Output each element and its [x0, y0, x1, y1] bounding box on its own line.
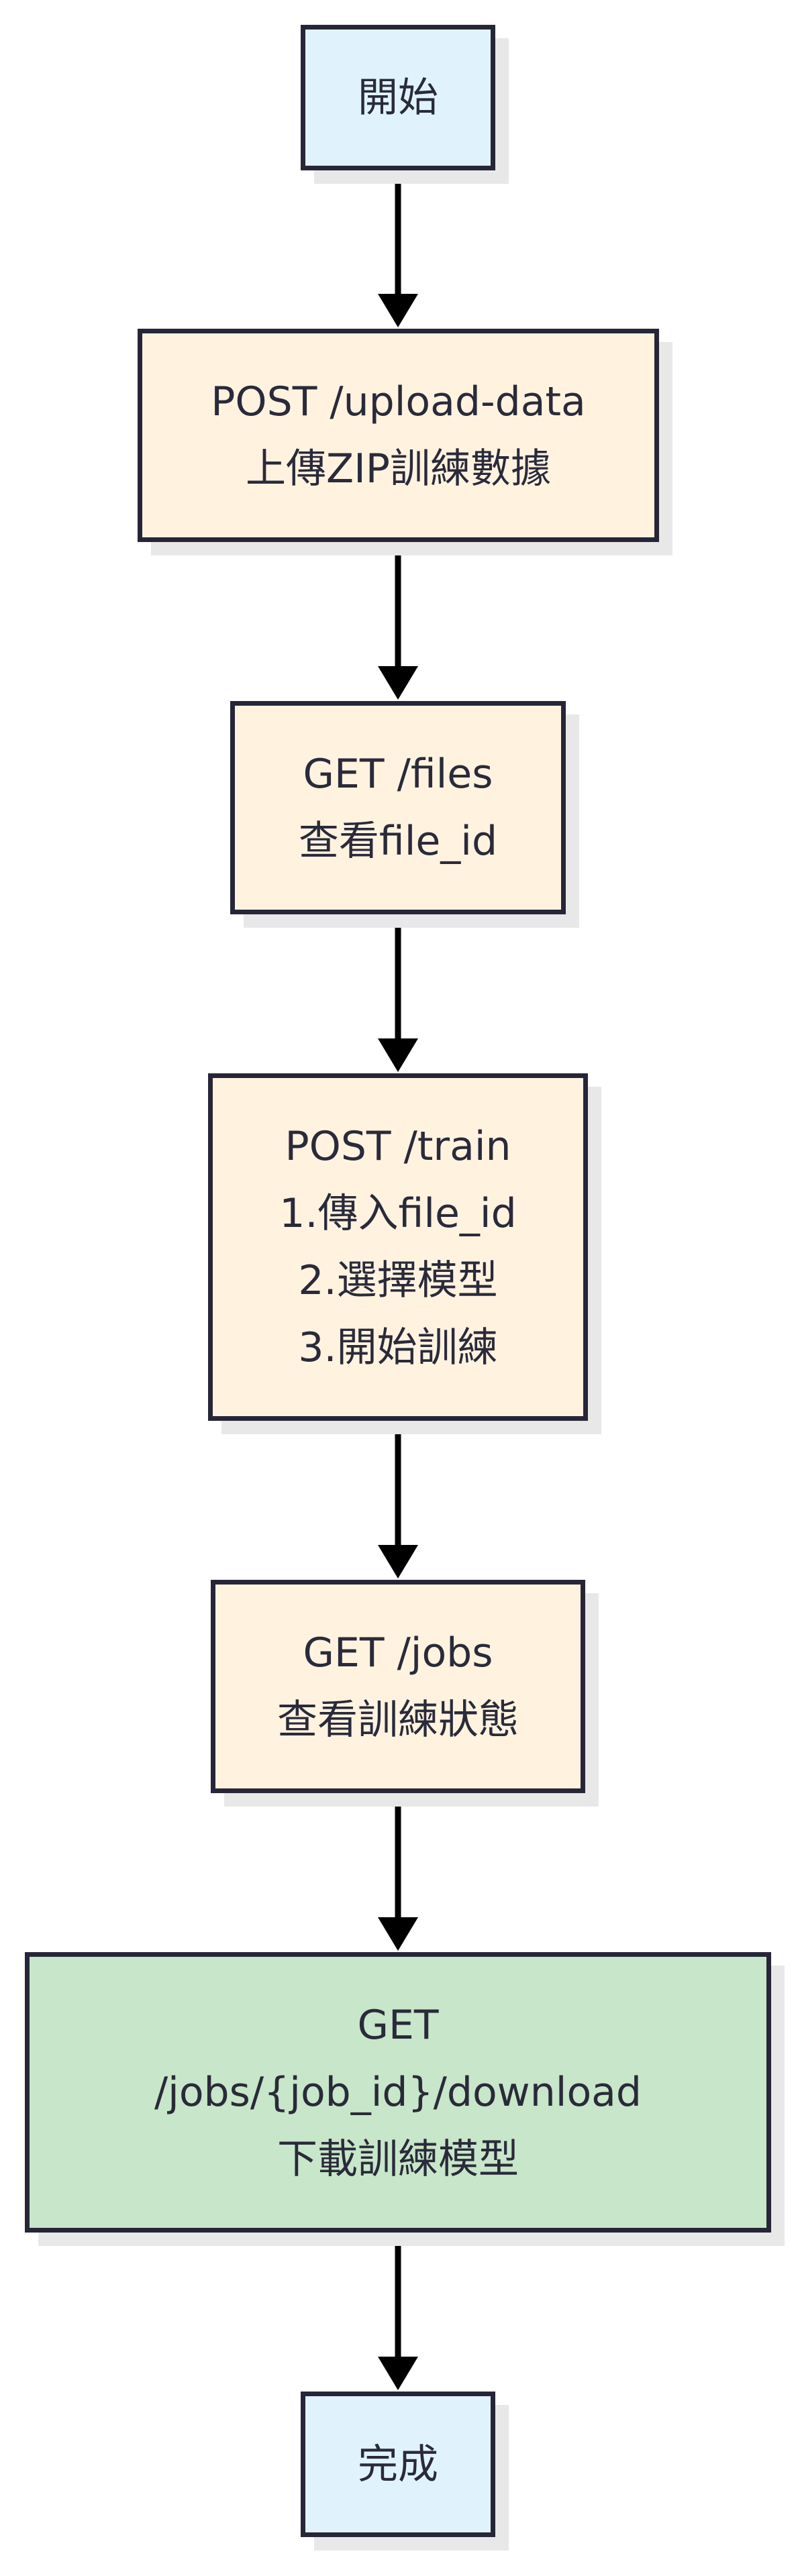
arrowhead-jobs-to-download [378, 1917, 418, 1951]
node-upload: POST /upload-data 上傳ZIP訓練數據 [138, 329, 659, 542]
node-download: GET/jobs/{job_id}/download 下載訓練模型 [25, 1952, 771, 2233]
node-download-line-2: /jobs/{job_id}/download [154, 2069, 642, 2116]
node-upload-line-1: POST /upload-data [211, 378, 586, 425]
node-train-line-3: 2.選擇模型 [298, 1257, 498, 1304]
node-train-line-2: 1.傳入file_id [279, 1190, 517, 1237]
arrowhead-train-to-jobs [378, 1545, 418, 1578]
node-files-line-2: 查看file_id [298, 818, 498, 865]
node-files: GET /files 查看file_id [230, 701, 566, 914]
node-download-line-1: GET [357, 2002, 439, 2049]
arrowhead-upload-to-files [378, 666, 418, 700]
node-done-line-1: 完成 [358, 2440, 438, 2488]
node-upload-line-2: 上傳ZIP訓練數據 [246, 445, 551, 492]
node-jobs-line-1: GET /jobs [303, 1629, 493, 1676]
node-files-line-1: GET /files [303, 751, 493, 798]
node-train-line-4: 3.開始訓練 [298, 1324, 498, 1371]
node-jobs-line-2: 查看訓練狀態 [277, 1697, 519, 1743]
node-jobs: GET /jobs 查看訓練狀態 [211, 1580, 585, 1793]
arrowhead-download-to-done [378, 2357, 418, 2390]
node-train: POST /train 1.傳入file_id 2.選擇模型 3.開始訓練 [208, 1073, 588, 1421]
arrowhead-files-to-train [378, 1038, 418, 1072]
node-start: 開始 [301, 25, 495, 170]
node-done: 完成 [301, 2392, 495, 2537]
node-download-line-3: 下載訓練模型 [277, 2136, 519, 2183]
arrowhead-start-to-upload [378, 294, 418, 327]
node-start-line-1: 開始 [358, 74, 438, 121]
node-train-line-1: POST /train [285, 1123, 511, 1170]
